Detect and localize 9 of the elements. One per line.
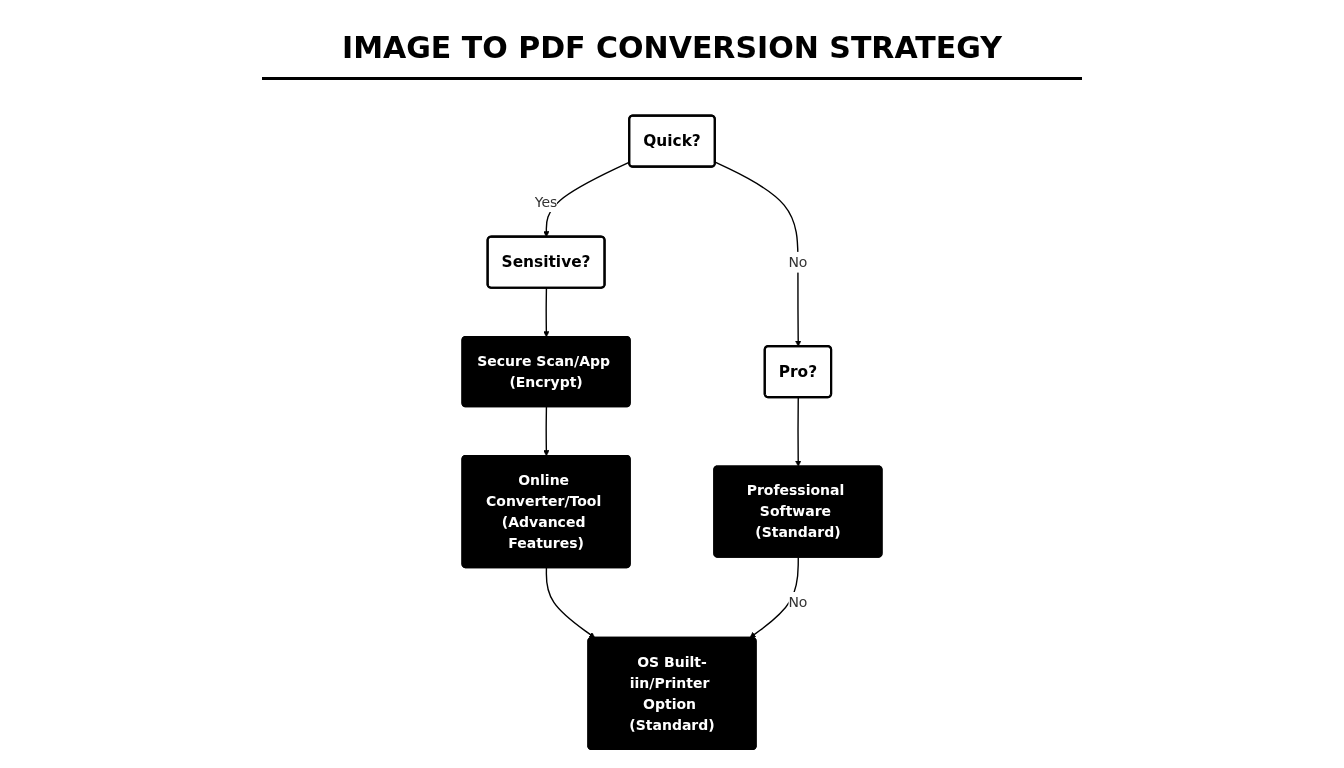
arrow — [543, 406, 550, 457]
edge-label: No — [788, 594, 808, 611]
title: IMAGE TO PDF CONVERSION STRATEGY — [262, 30, 1082, 80]
arrow — [543, 287, 550, 338]
edge-label: Yes — [534, 193, 558, 211]
arrow — [749, 556, 799, 639]
arrow — [714, 161, 802, 347]
arrow — [545, 567, 596, 639]
edge-label: No — [788, 253, 808, 271]
